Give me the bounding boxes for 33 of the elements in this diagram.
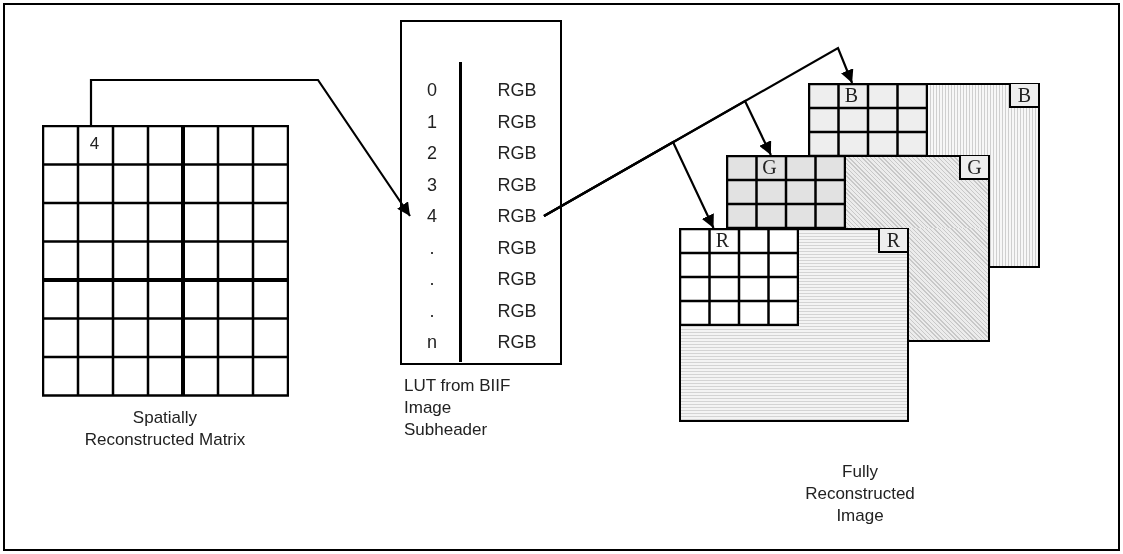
channel-letter: G (761, 155, 778, 179)
row-index: 0 (426, 79, 438, 102)
row-index: 1 (426, 110, 438, 134)
color-value: RGB (496, 79, 538, 102)
arrow (543, 140, 715, 229)
channel-tag: R (878, 229, 907, 253)
row-index: 3 (426, 173, 438, 197)
channel-letter: R (714, 228, 731, 252)
channel-letter: B (843, 83, 860, 107)
channel-tag: B (1009, 84, 1038, 108)
arrow (89, 78, 411, 217)
image-plane (726, 155, 990, 228)
color-value: RGB (496, 299, 538, 323)
row-index: . (428, 268, 436, 291)
image-caption: Fully Reconstructed Image (805, 461, 915, 527)
grid-cell: 4 (77, 125, 112, 163)
color-value: RGB (496, 205, 538, 228)
color-value: RGB (496, 110, 538, 134)
row-index: 4 (426, 205, 438, 228)
row-index: . (428, 299, 436, 323)
row-index: . (428, 236, 436, 260)
node-label: LUT from BIIF Image Subheader (404, 375, 512, 441)
color-value: RGB (496, 173, 538, 197)
color-value: RGB (496, 331, 538, 354)
row-index: 2 (426, 142, 438, 165)
node-label: Spatially Reconstructed Matrix (83, 407, 247, 451)
image-plane (808, 83, 1040, 155)
image-plane (679, 228, 909, 422)
color-value: RGB (496, 142, 538, 165)
channel-tag: G (959, 156, 988, 180)
color-value: RGB (496, 236, 538, 260)
color-value: RGB (496, 268, 538, 291)
row-index: n (426, 331, 438, 354)
